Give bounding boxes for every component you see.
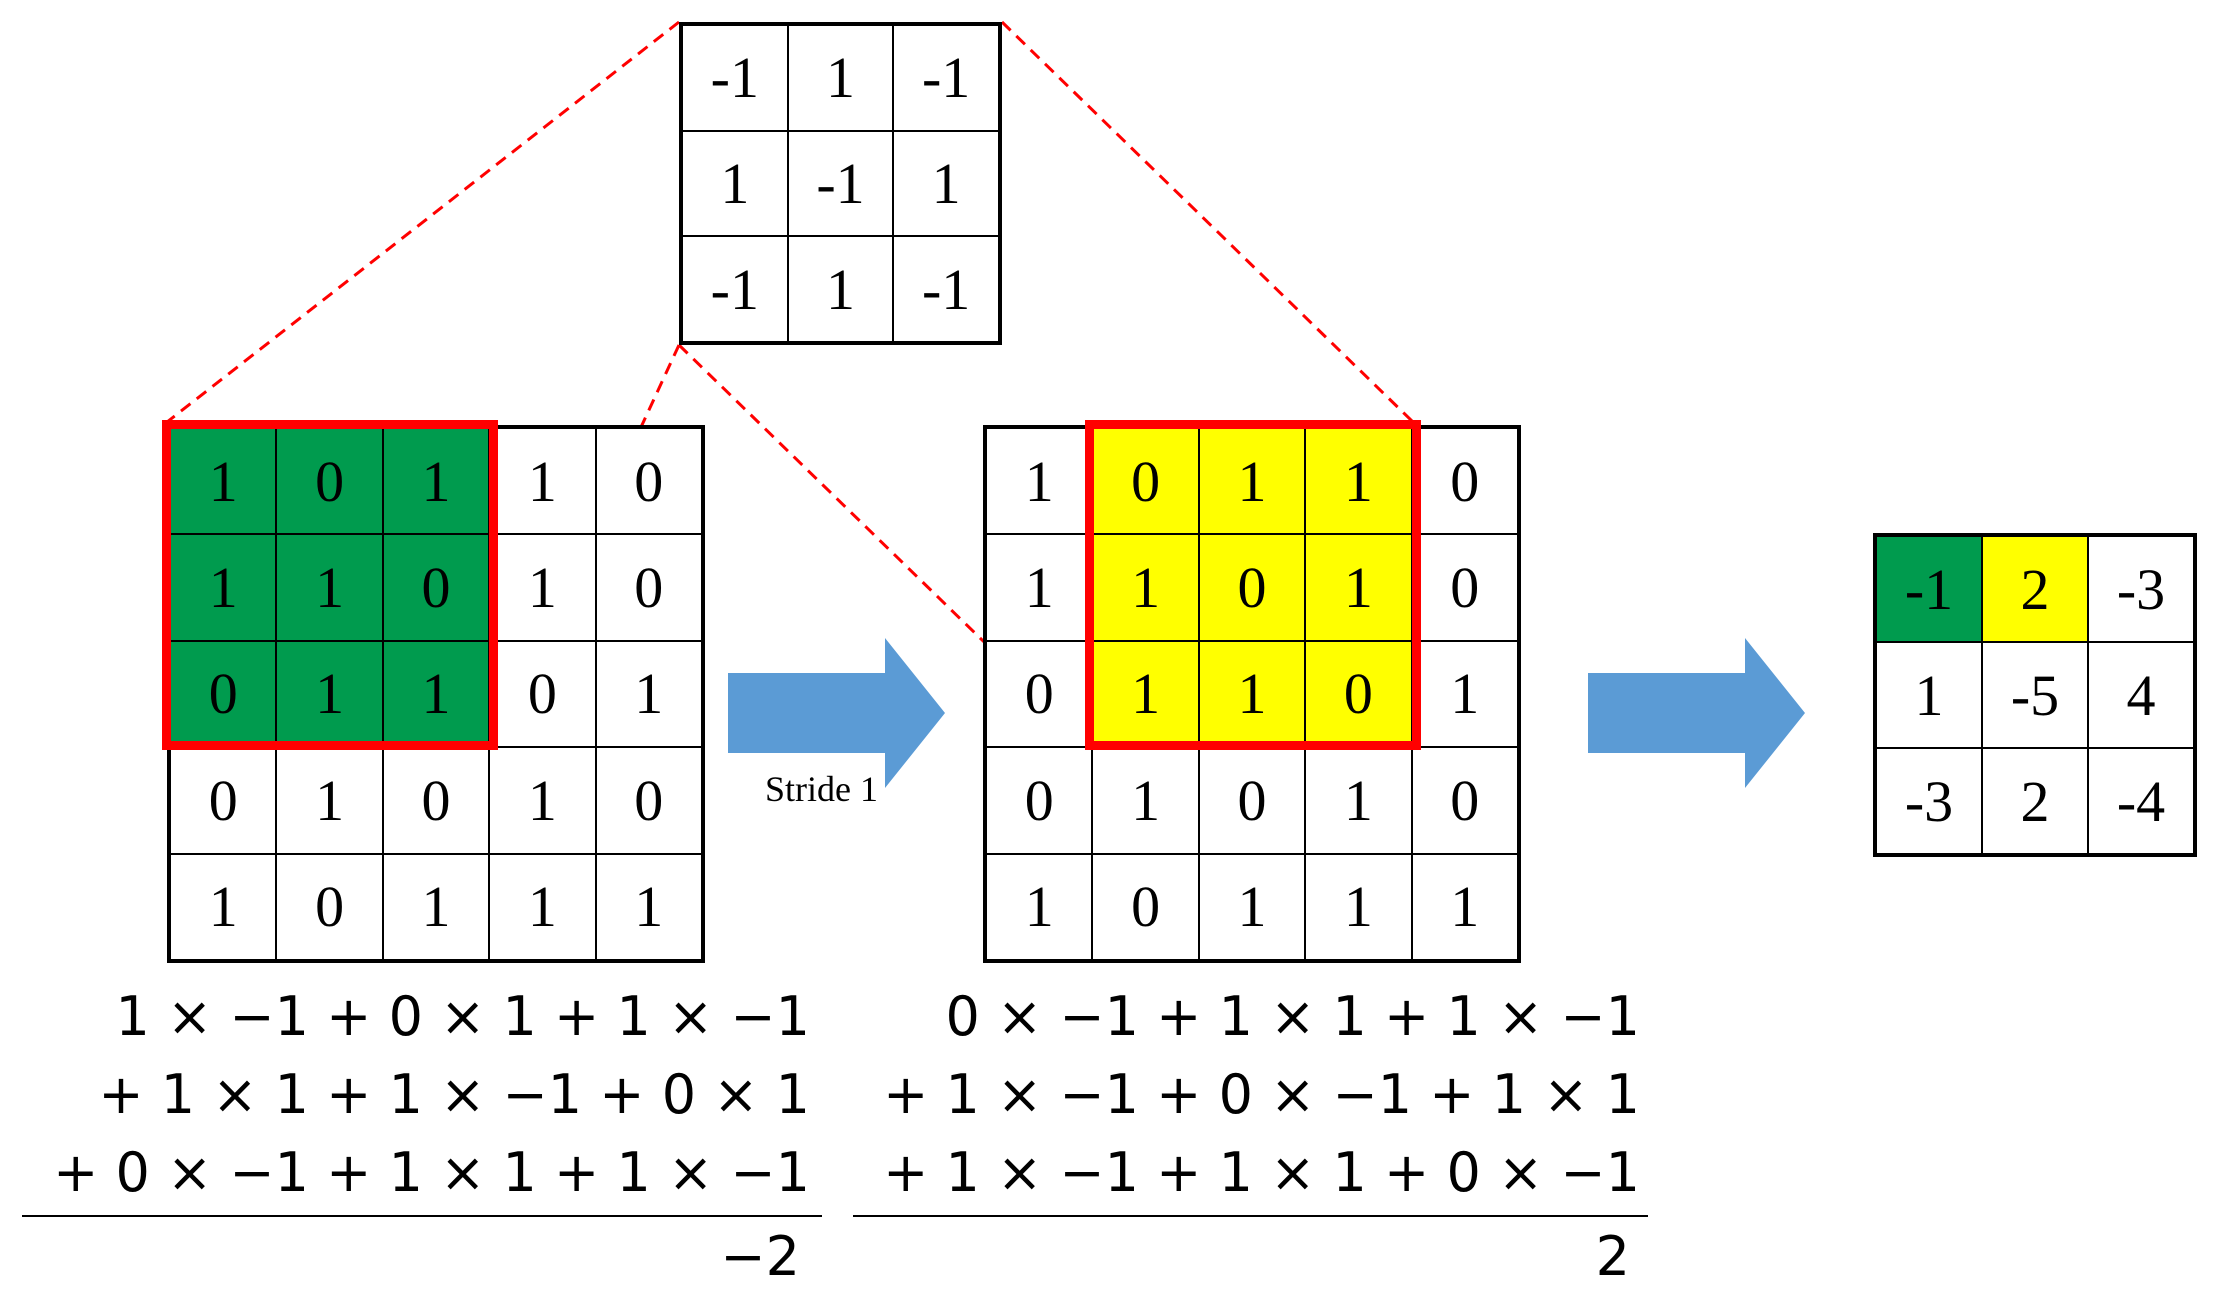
equation-right-result: 2 [1595,1225,1630,1288]
input-left-cell: 0 [595,428,702,535]
input-right-cell: 1 [1092,534,1199,641]
input-left-cell: 0 [382,534,490,641]
input-right-cell: 1 [1305,747,1412,854]
input-left-cell: 1 [489,747,596,854]
input-left-cell: 1 [595,640,702,748]
input-right-cell: 1 [1305,853,1412,960]
input-right-cell: 1 [1092,747,1199,854]
equation-left-line-2: + 1 × 1 + 1 × −1 + 0 × 1 [98,1063,810,1126]
kernel-cell: -1 [893,236,999,342]
output-cell: -3 [2088,536,2194,642]
input-left-cell: 1 [595,853,702,960]
output-cell: 2 [1982,748,2088,854]
input-right-cell: 0 [1092,428,1199,535]
input-left-cell: 1 [170,534,277,641]
input-left-cell: 1 [170,428,277,535]
input-right-cell: 1 [1411,640,1518,748]
input-right-cell: 1 [1411,853,1518,960]
input-right-cell: 0 [1198,747,1306,854]
equation-left-line-3: + 0 × −1 + 1 × 1 + 1 × −1 [53,1141,810,1204]
input-left-cell: 0 [489,640,596,748]
equation-right-line-1: 0 × −1 + 1 × 1 + 1 × −1 [945,985,1640,1048]
dashed-line-right-top [1000,20,1415,424]
input-right-cell: 1 [986,534,1093,641]
input-left-cell: 1 [489,853,596,960]
input-right-cell: 0 [986,640,1093,748]
input-left-cell: 1 [489,428,596,535]
equation-left: 1 × −1 + 0 × 1 + 1 × −1 + 1 × 1 + 1 × −1… [20,978,810,1212]
equation-left-result: −2 [720,1225,800,1288]
input-right-cell: 0 [1411,428,1518,535]
equation-right-rule [853,1215,1648,1217]
stride-label: Stride 1 [765,769,878,809]
input-left-cell: 0 [595,747,702,854]
dashed-line-left-top [166,20,680,424]
right-arrow-icon [1588,638,1805,788]
kernel-cell: 1 [787,25,894,131]
equation-left-rule [22,1215,822,1217]
input-right-cell: 0 [1198,534,1306,641]
input-left-cell: 1 [382,640,490,748]
equation-left-line-1: 1 × −1 + 0 × 1 + 1 × −1 [115,985,810,1048]
input-right-cell: 1 [1198,428,1306,535]
dashed-line-right-bottom [677,343,1092,747]
input-right-cell: 1 [1198,853,1306,960]
input-left-cell: 0 [170,747,277,854]
input-right-cell: 1 [1092,640,1199,748]
input-right-cell: 0 [1411,747,1518,854]
output-cell: -4 [2088,748,2194,854]
equation-right-line-2: + 1 × −1 + 0 × −1 + 1 × 1 [883,1063,1640,1126]
output-cell: 2 [1982,536,2088,642]
input-right-cell: 1 [1305,428,1412,535]
input-left-cell: 1 [382,428,490,535]
kernel-cell: 1 [893,130,999,237]
output-cell: 1 [1876,642,1982,748]
input-left-cell: 1 [489,534,596,641]
input-left-cell: 1 [382,853,490,960]
input-left-cell: 1 [170,853,277,960]
output-cell: -3 [1876,748,1982,854]
input-right-cell: 0 [1305,640,1412,748]
output-cell: -5 [1982,642,2088,748]
input-left-cell: 0 [595,534,702,641]
input-left-cell: 0 [170,640,277,748]
input-left-cell: 1 [276,747,383,854]
kernel-cell: 1 [787,236,894,342]
output-cell: -1 [1876,536,1982,642]
input-right-cell: 0 [1092,853,1199,960]
input-left-cell: 1 [276,640,383,748]
output-cell: 4 [2088,642,2194,748]
input-right-cell: 1 [986,853,1093,960]
kernel-cell: -1 [893,25,999,131]
input-right-cell: 1 [1198,640,1306,748]
input-left-cell: 0 [276,428,383,535]
input-right-cell: 0 [986,747,1093,854]
kernel-cell: -1 [787,130,894,237]
input-left-cell: 0 [382,747,490,854]
kernel-cell: 1 [682,130,788,237]
equation-right: 0 × −1 + 1 × 1 + 1 × −1 + 1 × −1 + 0 × −… [840,978,1640,1212]
input-right-cell: 0 [1411,534,1518,641]
input-right-cell: 1 [986,428,1093,535]
kernel-cell: -1 [682,25,788,131]
right-arrow-icon [728,638,945,788]
kernel-cell: -1 [682,236,788,342]
input-left-cell: 0 [276,853,383,960]
equation-right-line-3: + 1 × −1 + 1 × 1 + 0 × −1 [883,1141,1640,1204]
input-right-cell: 1 [1305,534,1412,641]
input-left-cell: 1 [276,534,383,641]
